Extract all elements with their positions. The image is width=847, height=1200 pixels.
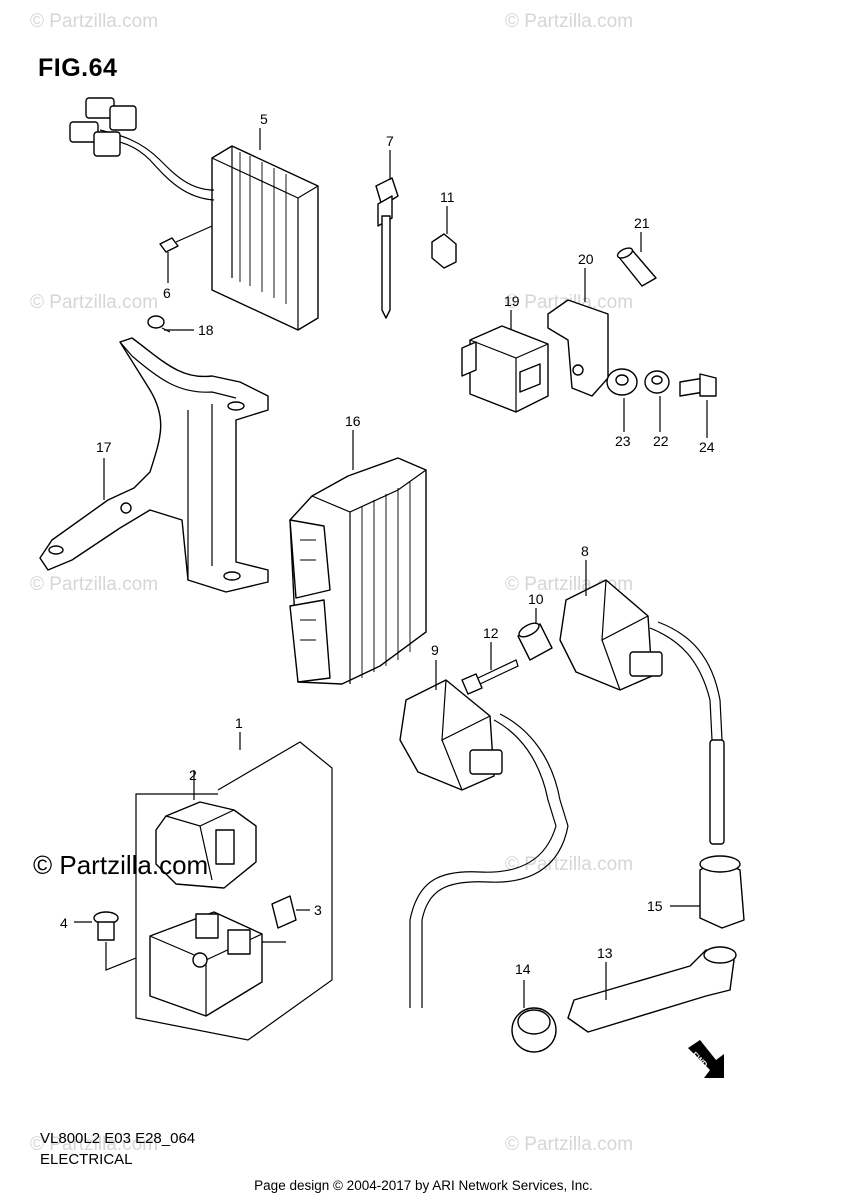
collar-10 [517,608,553,661]
watermark: © Partzilla.com [30,1134,158,1155]
bolt-12 [461,642,519,695]
callout-15: 15 [647,898,663,914]
starter-relay-box [105,732,333,1041]
screw-18 [147,315,194,333]
regulator-rectifier [69,97,319,331]
watermark: © Partzilla.com [505,1134,633,1155]
watermark: © Partzilla.com [30,574,158,595]
fuse-3 [271,895,310,929]
callout-2: 2 [189,767,197,783]
callout-6: 6 [163,285,171,301]
bolt-6 [159,225,213,283]
callout-9: 9 [431,642,439,658]
callout-3: 3 [314,902,322,918]
callouts: 5 6 7 11 21 20 19 18 23 22 24 17 16 8 10… [60,111,715,977]
cap-15 [670,855,745,929]
cap-4 [74,911,119,941]
callout-24: 24 [699,439,715,455]
relay-19 [461,310,549,413]
clamp-11 [431,206,457,269]
section-title: ELECTRICAL [40,1151,133,1168]
callout-4: 4 [60,915,68,931]
callout-14: 14 [515,961,531,977]
callout-13: 13 [597,945,613,961]
model-code: VL800L2 E03 E28_064 [40,1130,196,1147]
callout-8: 8 [581,543,589,559]
callout-5: 5 [260,111,268,127]
callout-23: 23 [615,433,631,449]
callout-11: 11 [440,189,455,205]
watermark: © Partzilla.com [505,854,633,875]
ring-14 [511,980,557,1053]
callout-20: 20 [578,251,594,267]
watermark: © Partzilla.com [30,11,158,32]
bracket-17 [39,337,269,593]
callout-1: 1 [235,715,243,731]
figure-title: FIG.64 [38,54,118,82]
watermark: © Partzilla.com [30,292,158,313]
callout-21: 21 [634,215,650,231]
callout-19: 19 [504,293,520,309]
watermark: © Partzilla.com [505,11,633,32]
callout-12: 12 [483,625,499,641]
plug-cap-13 [567,946,737,1033]
cable-tie [375,150,399,319]
collar-21 [616,232,657,287]
callout-7: 7 [386,133,394,149]
ignition-coil-9 [399,660,569,1008]
callout-16: 16 [345,413,361,429]
callout-17: 17 [96,439,112,455]
page-design-credit: Page design © 2004-2017 by ARI Network S… [254,1178,593,1193]
fasteners-right [606,368,717,438]
starter-relay-body [149,911,263,1017]
callout-18: 18 [198,322,214,338]
copyright-notice: © Partzilla.com [33,850,209,880]
ignition-coil-8 [559,560,725,845]
relay-cover-2 [155,770,257,889]
ecm-16 [289,430,427,685]
callout-22: 22 [653,433,669,449]
callout-10: 10 [528,591,544,607]
bracket-20 [547,268,609,397]
fwd-arrow: FWD [688,1040,724,1078]
